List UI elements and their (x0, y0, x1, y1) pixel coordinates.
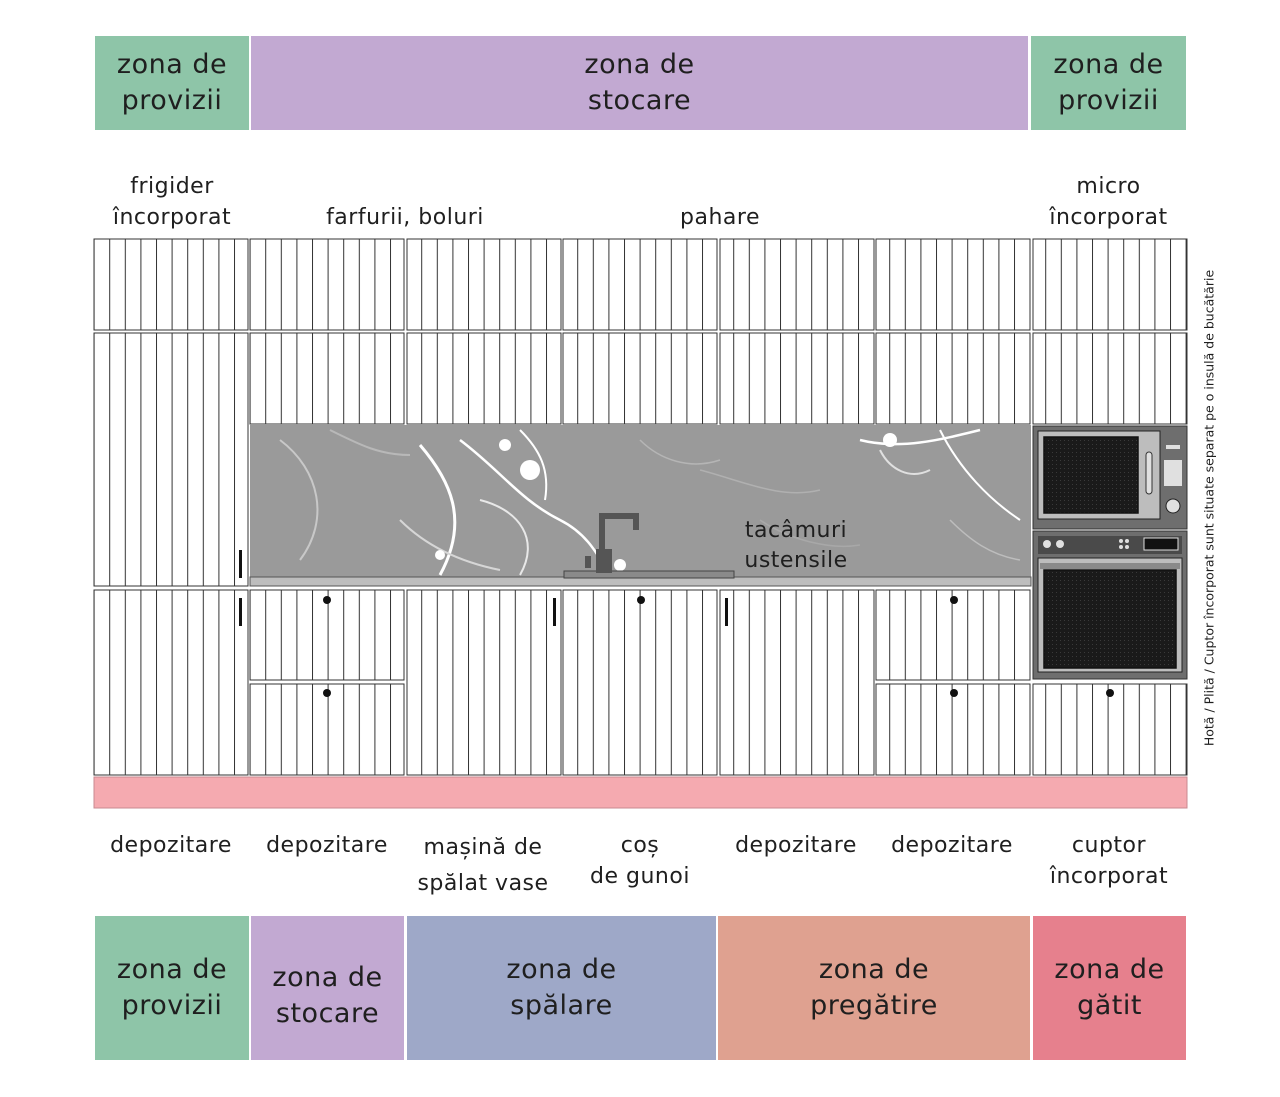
side-note-text: Hotă / Plită / Cuptor încorporat sunt si… (1201, 269, 1217, 747)
label-dishwasher: mașină de spălat vase (417, 835, 549, 896)
bottom-zone-provizii: zona de provizii (95, 916, 249, 1060)
label-plates: farfurii, boluri (326, 205, 484, 230)
bottom-zone-gatit: zona de gătit (1033, 916, 1186, 1060)
label-lower-1: depozitare (110, 833, 232, 858)
oven-appliance (1032, 530, 1188, 680)
label-micro: micro încorporat (1049, 174, 1168, 230)
cabinet-handles (239, 550, 1114, 697)
label-lower-5: depozitare (735, 833, 857, 858)
top-zone-stocare: zona de stocare (251, 36, 1028, 130)
bottom-zone-spalare: zona de spălare (407, 916, 716, 1060)
bottom-zone-pregatire: zona de pregătire (718, 916, 1030, 1060)
label-cutlery: tacâmuri ustensile (744, 518, 848, 573)
label-lower-6: depozitare (891, 833, 1013, 858)
label-glasses: pahare (680, 205, 760, 230)
label-oven: cuptor încorporat (1049, 833, 1169, 889)
plinth (93, 776, 1188, 809)
microwave-appliance (1032, 425, 1188, 530)
sink-faucet (563, 513, 735, 579)
label-fridge: frigider încorporat (112, 174, 232, 230)
lower-cabinets (93, 589, 1188, 776)
top-zone-provizii-right: zona de provizii (1031, 36, 1186, 130)
backsplash (250, 425, 1031, 577)
label-lower-2: depozitare (266, 833, 388, 858)
bottom-zone-stocare: zona de stocare (251, 916, 404, 1060)
upper-cabinets (93, 238, 1188, 587)
label-trash: coș de gunoi (590, 833, 690, 889)
top-zone-provizii-left: zona de provizii (95, 36, 249, 130)
